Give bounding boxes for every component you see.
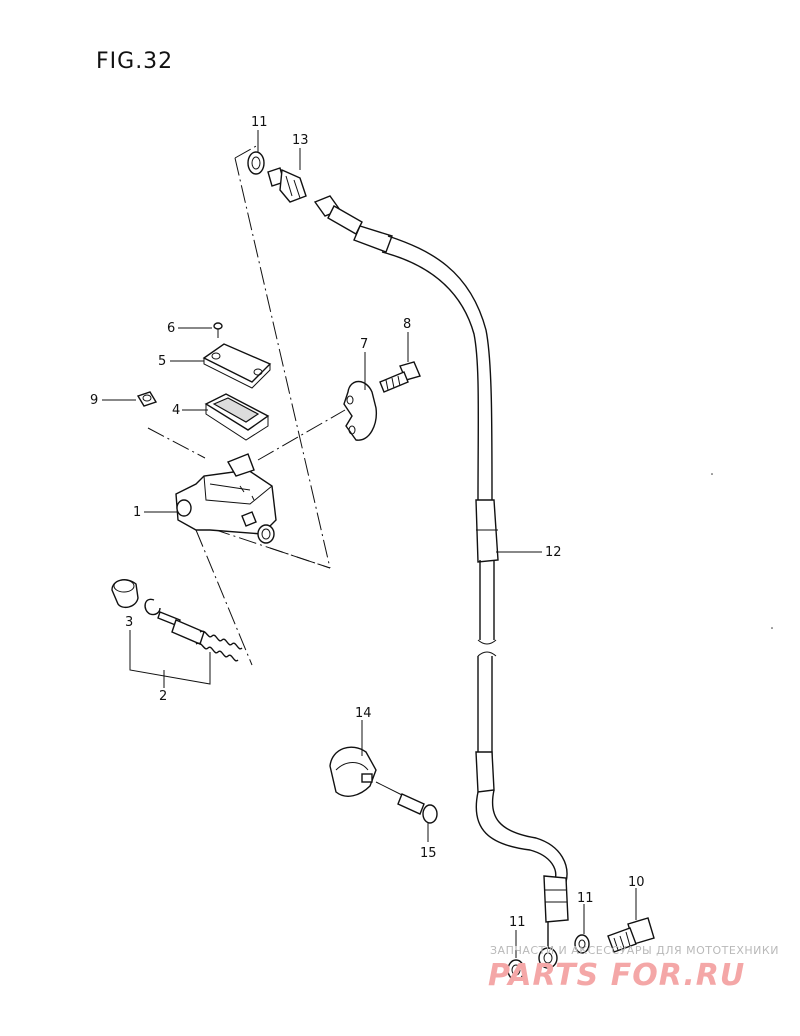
callout-15: 15 <box>420 846 437 861</box>
callout-13: 13 <box>292 133 309 148</box>
figure-title: FIG.32 <box>96 49 173 74</box>
callout-14: 14 <box>355 706 372 721</box>
bolt-15 <box>375 781 438 824</box>
callout-10: 10 <box>628 875 645 890</box>
bolt-8 <box>379 361 421 393</box>
watermark-caption: ЗАПЧАСТИ И АКСЕССУАРЫ ДЛЯ МОТОТЕХНИКИ <box>490 944 779 957</box>
master-cylinder-1 <box>175 453 277 544</box>
callout-6: 6 <box>167 321 175 336</box>
assembly-guide-lines <box>147 144 346 666</box>
brake-hose-12 <box>313 195 569 969</box>
piston-kit-2 <box>111 579 243 662</box>
washer-11-top <box>247 151 265 175</box>
clamp-7 <box>343 380 377 441</box>
callout-11-left: 11 <box>509 915 526 930</box>
callout-7: 7 <box>360 337 368 352</box>
grommet-9 <box>136 391 158 407</box>
callout-11-top: 11 <box>251 115 268 130</box>
callout-4: 4 <box>172 403 180 418</box>
union-bolt-13 <box>267 167 307 203</box>
reservoir-cap-5 <box>202 343 272 389</box>
screw-6 <box>213 322 223 338</box>
callout-8: 8 <box>403 317 411 332</box>
callout-5: 5 <box>158 354 166 369</box>
diaphragm-4 <box>204 393 270 441</box>
watermark-logo: PARTS FOR.RU <box>488 958 745 993</box>
hose-clamp-14 <box>329 746 377 797</box>
callout-3: 3 <box>125 615 133 630</box>
callout-12: 12 <box>545 545 562 560</box>
callout-9: 9 <box>90 393 98 408</box>
callout-2: 2 <box>159 689 167 704</box>
washer-11-left <box>507 959 525 981</box>
union-bolt-10 <box>607 917 655 953</box>
callout-1: 1 <box>133 505 141 520</box>
washer-11-right <box>574 934 590 954</box>
callout-11-right: 11 <box>577 891 594 906</box>
